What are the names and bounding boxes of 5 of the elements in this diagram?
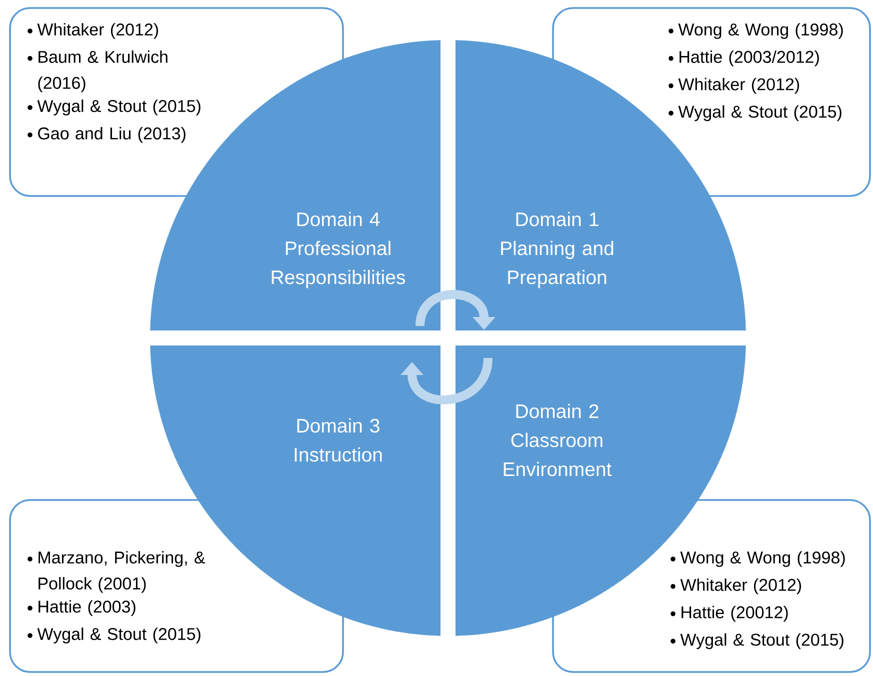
bullet-item: Wygal & Stout (2015) <box>670 633 844 650</box>
bullet-item: Wong & Wong (1998) <box>668 23 843 39</box>
bullet-item: Whitaker (2012) <box>28 23 158 39</box>
bullet-item: Hattie (2003) <box>28 600 136 616</box>
cycle-arrow <box>400 357 492 404</box>
